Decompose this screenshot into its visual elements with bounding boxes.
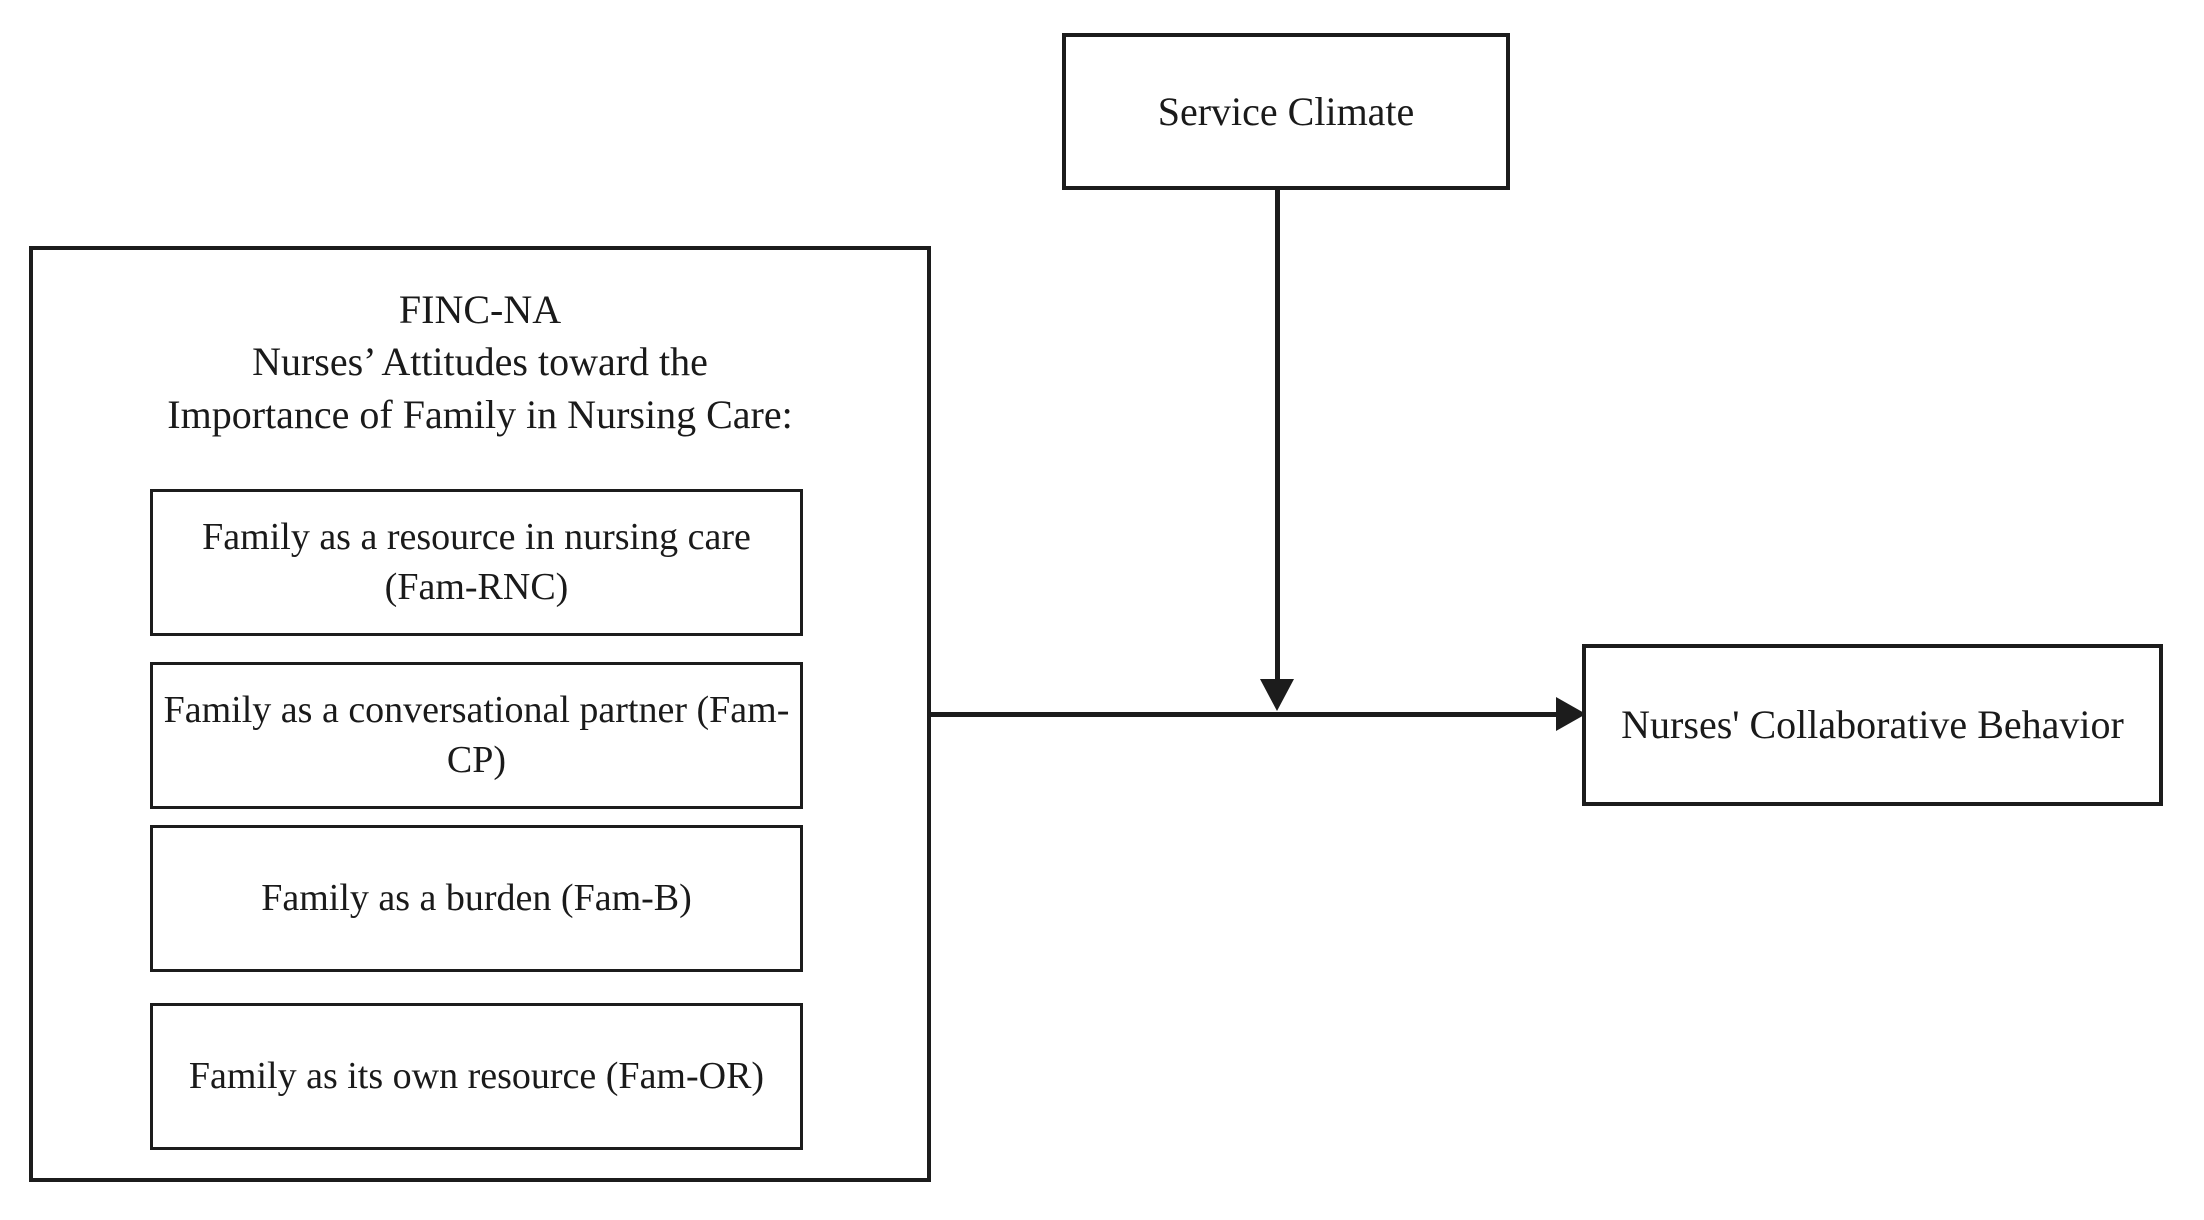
dimension-box-fam-rnc: Family as a resource in nursing care (Fa… bbox=[150, 489, 803, 636]
dimension-label-fam-cp: Family as a conversational partner (Fam-… bbox=[163, 689, 790, 781]
dimension-box-fam-or: Family as its own resource (Fam-OR) bbox=[150, 1003, 803, 1150]
finc-na-construct-box: FINC-NA Nurses’ Attitudes toward the Imp… bbox=[29, 246, 931, 1182]
main-effect-arrow-line bbox=[929, 712, 1566, 717]
finc-na-heading-line-3: Importance of Family in Nursing Care: bbox=[167, 391, 793, 437]
collaborative-behavior-line-2: Behavior bbox=[1977, 702, 2124, 747]
dimension-box-fam-b: Family as a burden (Fam-B) bbox=[150, 825, 803, 972]
service-climate-box: Service Climate bbox=[1062, 33, 1510, 190]
finc-na-heading-line-1: FINC-NA bbox=[398, 287, 562, 332]
collaborative-behavior-line-1: Nurses' Collaborative bbox=[1621, 702, 1968, 747]
finc-na-heading: FINC-NA Nurses’ Attitudes toward the Imp… bbox=[33, 284, 927, 441]
moderation-arrow-line bbox=[1275, 190, 1280, 685]
dimension-label-fam-or: Family as its own resource (Fam-OR) bbox=[188, 1054, 765, 1097]
service-climate-label: Service Climate bbox=[1158, 86, 1415, 138]
dimension-label-fam-rnc: Family as a resource in nursing care (Fa… bbox=[202, 516, 751, 608]
main-effect-arrowhead-icon bbox=[1556, 697, 1586, 731]
finc-na-heading-line-2: Nurses’ Attitudes toward the bbox=[252, 339, 708, 385]
service-climate-line-1: Service bbox=[1157, 88, 1278, 134]
moderation-arrowhead-icon bbox=[1260, 679, 1294, 711]
collaborative-behavior-label: Nurses' Collaborative Behavior bbox=[1621, 699, 2124, 751]
dimension-box-fam-cp: Family as a conversational partner (Fam-… bbox=[150, 662, 803, 809]
service-climate-line-2: Climate bbox=[1287, 88, 1415, 134]
collaborative-behavior-box: Nurses' Collaborative Behavior bbox=[1582, 644, 2163, 806]
dimension-label-fam-b: Family as a burden (Fam-B) bbox=[261, 876, 692, 919]
